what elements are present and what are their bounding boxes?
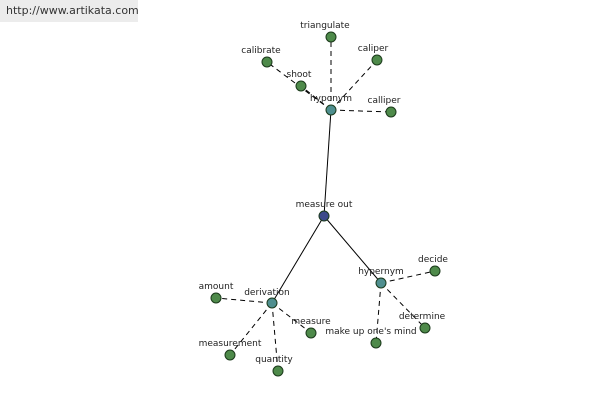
- node-derivation[interactable]: [266, 297, 278, 309]
- node-decide[interactable]: [429, 265, 441, 277]
- edge-hypernym-decide: [380, 270, 436, 284]
- node-calliper[interactable]: [385, 106, 397, 118]
- node-label-root[interactable]: measure out: [296, 200, 353, 210]
- node-label-shoot[interactable]: shoot: [287, 70, 312, 80]
- node-label-measure[interactable]: measure: [291, 317, 331, 327]
- node-root[interactable]: [318, 210, 330, 222]
- edge-hyponym-shoot: [300, 85, 332, 111]
- node-hypernym[interactable]: [375, 277, 387, 289]
- node-amount[interactable]: [210, 292, 222, 304]
- node-determine[interactable]: [419, 322, 431, 334]
- edge-root-derivation: [271, 215, 325, 304]
- nodes-layer: [210, 31, 441, 377]
- node-measurement[interactable]: [224, 349, 236, 361]
- node-label-derivation[interactable]: derivation: [244, 288, 290, 298]
- node-label-amount[interactable]: amount: [199, 282, 234, 292]
- node-label-decide[interactable]: decide: [418, 255, 448, 265]
- node-label-quantity[interactable]: quantity: [255, 355, 293, 365]
- node-label-calliper[interactable]: calliper: [368, 96, 401, 106]
- edge-hyponym-caliper: [330, 59, 378, 111]
- node-label-determine[interactable]: determine: [399, 312, 446, 322]
- node-hyponym[interactable]: [325, 104, 337, 116]
- node-quantity[interactable]: [272, 365, 284, 377]
- source-url-banner[interactable]: http://www.artikata.com: [0, 0, 139, 22]
- edge-hyponym-calliper: [330, 109, 392, 113]
- edges-layer: [215, 37, 436, 372]
- edge-root-hypernym: [323, 215, 382, 284]
- node-label-hypernym[interactable]: hypernym: [358, 267, 404, 277]
- edge-root-hyponym: [323, 109, 332, 217]
- node-make-up-ones-mind[interactable]: [370, 337, 382, 349]
- labels-layer: measure out hyponym derivation hypernym tria…: [199, 21, 449, 365]
- node-label-calibrate[interactable]: calibrate: [241, 46, 281, 56]
- node-label-caliper[interactable]: caliper: [358, 44, 389, 54]
- node-label-hyponym[interactable]: hyponym: [310, 94, 352, 104]
- node-shoot[interactable]: [295, 80, 307, 92]
- edge-hypernym-make-up-ones-mind: [375, 282, 382, 344]
- node-label-triangulate[interactable]: triangulate: [300, 21, 350, 31]
- edge-derivation-quantity: [271, 302, 279, 372]
- node-label-make-up-ones-mind[interactable]: make up one's mind: [325, 327, 416, 337]
- edge-derivation-measurement: [229, 302, 273, 356]
- node-label-measurement[interactable]: measurement: [199, 339, 262, 349]
- node-triangulate[interactable]: [325, 31, 337, 43]
- node-calibrate[interactable]: [261, 56, 273, 68]
- node-measure[interactable]: [305, 327, 317, 339]
- node-caliper[interactable]: [371, 54, 383, 66]
- edge-hypernym-determine: [380, 282, 426, 329]
- edge-derivation-amount: [215, 297, 273, 304]
